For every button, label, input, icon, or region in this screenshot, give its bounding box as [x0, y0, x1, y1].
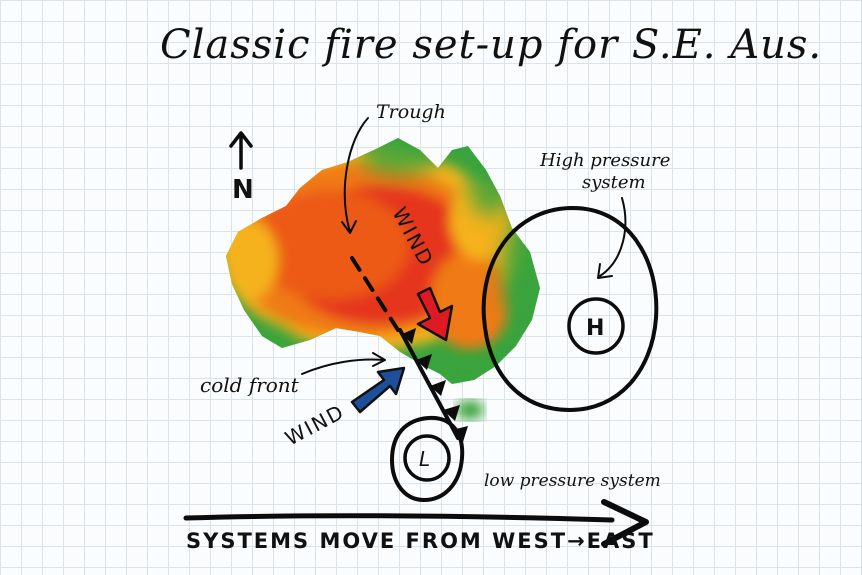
trough-label: Trough	[376, 101, 446, 123]
low-pressure-label: low pressure system	[484, 471, 661, 491]
cold-front-pointer-line	[301, 358, 385, 375]
wind-label-west: WIND	[281, 399, 349, 450]
movement-label: SYSTEMS MOVE FROM WEST→EAST	[186, 529, 655, 553]
high-pressure-pointer-line	[599, 197, 627, 277]
diagram-title: Classic fire set-up for S.E. Aus.	[160, 22, 822, 68]
high-pressure-label-line2: system	[582, 172, 646, 193]
north-label: N	[232, 175, 254, 205]
trough-dashed-line	[350, 256, 400, 332]
low-symbol: L	[419, 447, 430, 471]
trough-pointer-line	[343, 117, 369, 233]
high-pressure-pointer-arrowhead	[597, 263, 613, 279]
movement-arrow-icon	[183, 499, 649, 547]
high-pressure-label-line1: High pressure	[539, 150, 670, 171]
north-arrow-icon	[229, 131, 253, 170]
blue-wind-arrow-icon	[350, 366, 406, 414]
red-wind-arrow-icon	[416, 286, 454, 342]
trough-pointer-arrowhead	[341, 220, 357, 234]
high-pressure-system	[481, 205, 659, 412]
low-pressure-system	[390, 415, 465, 502]
cold-front-label: cold front	[200, 373, 300, 397]
high-symbol: H	[586, 316, 604, 341]
cold-front-pointer-arrowhead	[372, 352, 386, 367]
